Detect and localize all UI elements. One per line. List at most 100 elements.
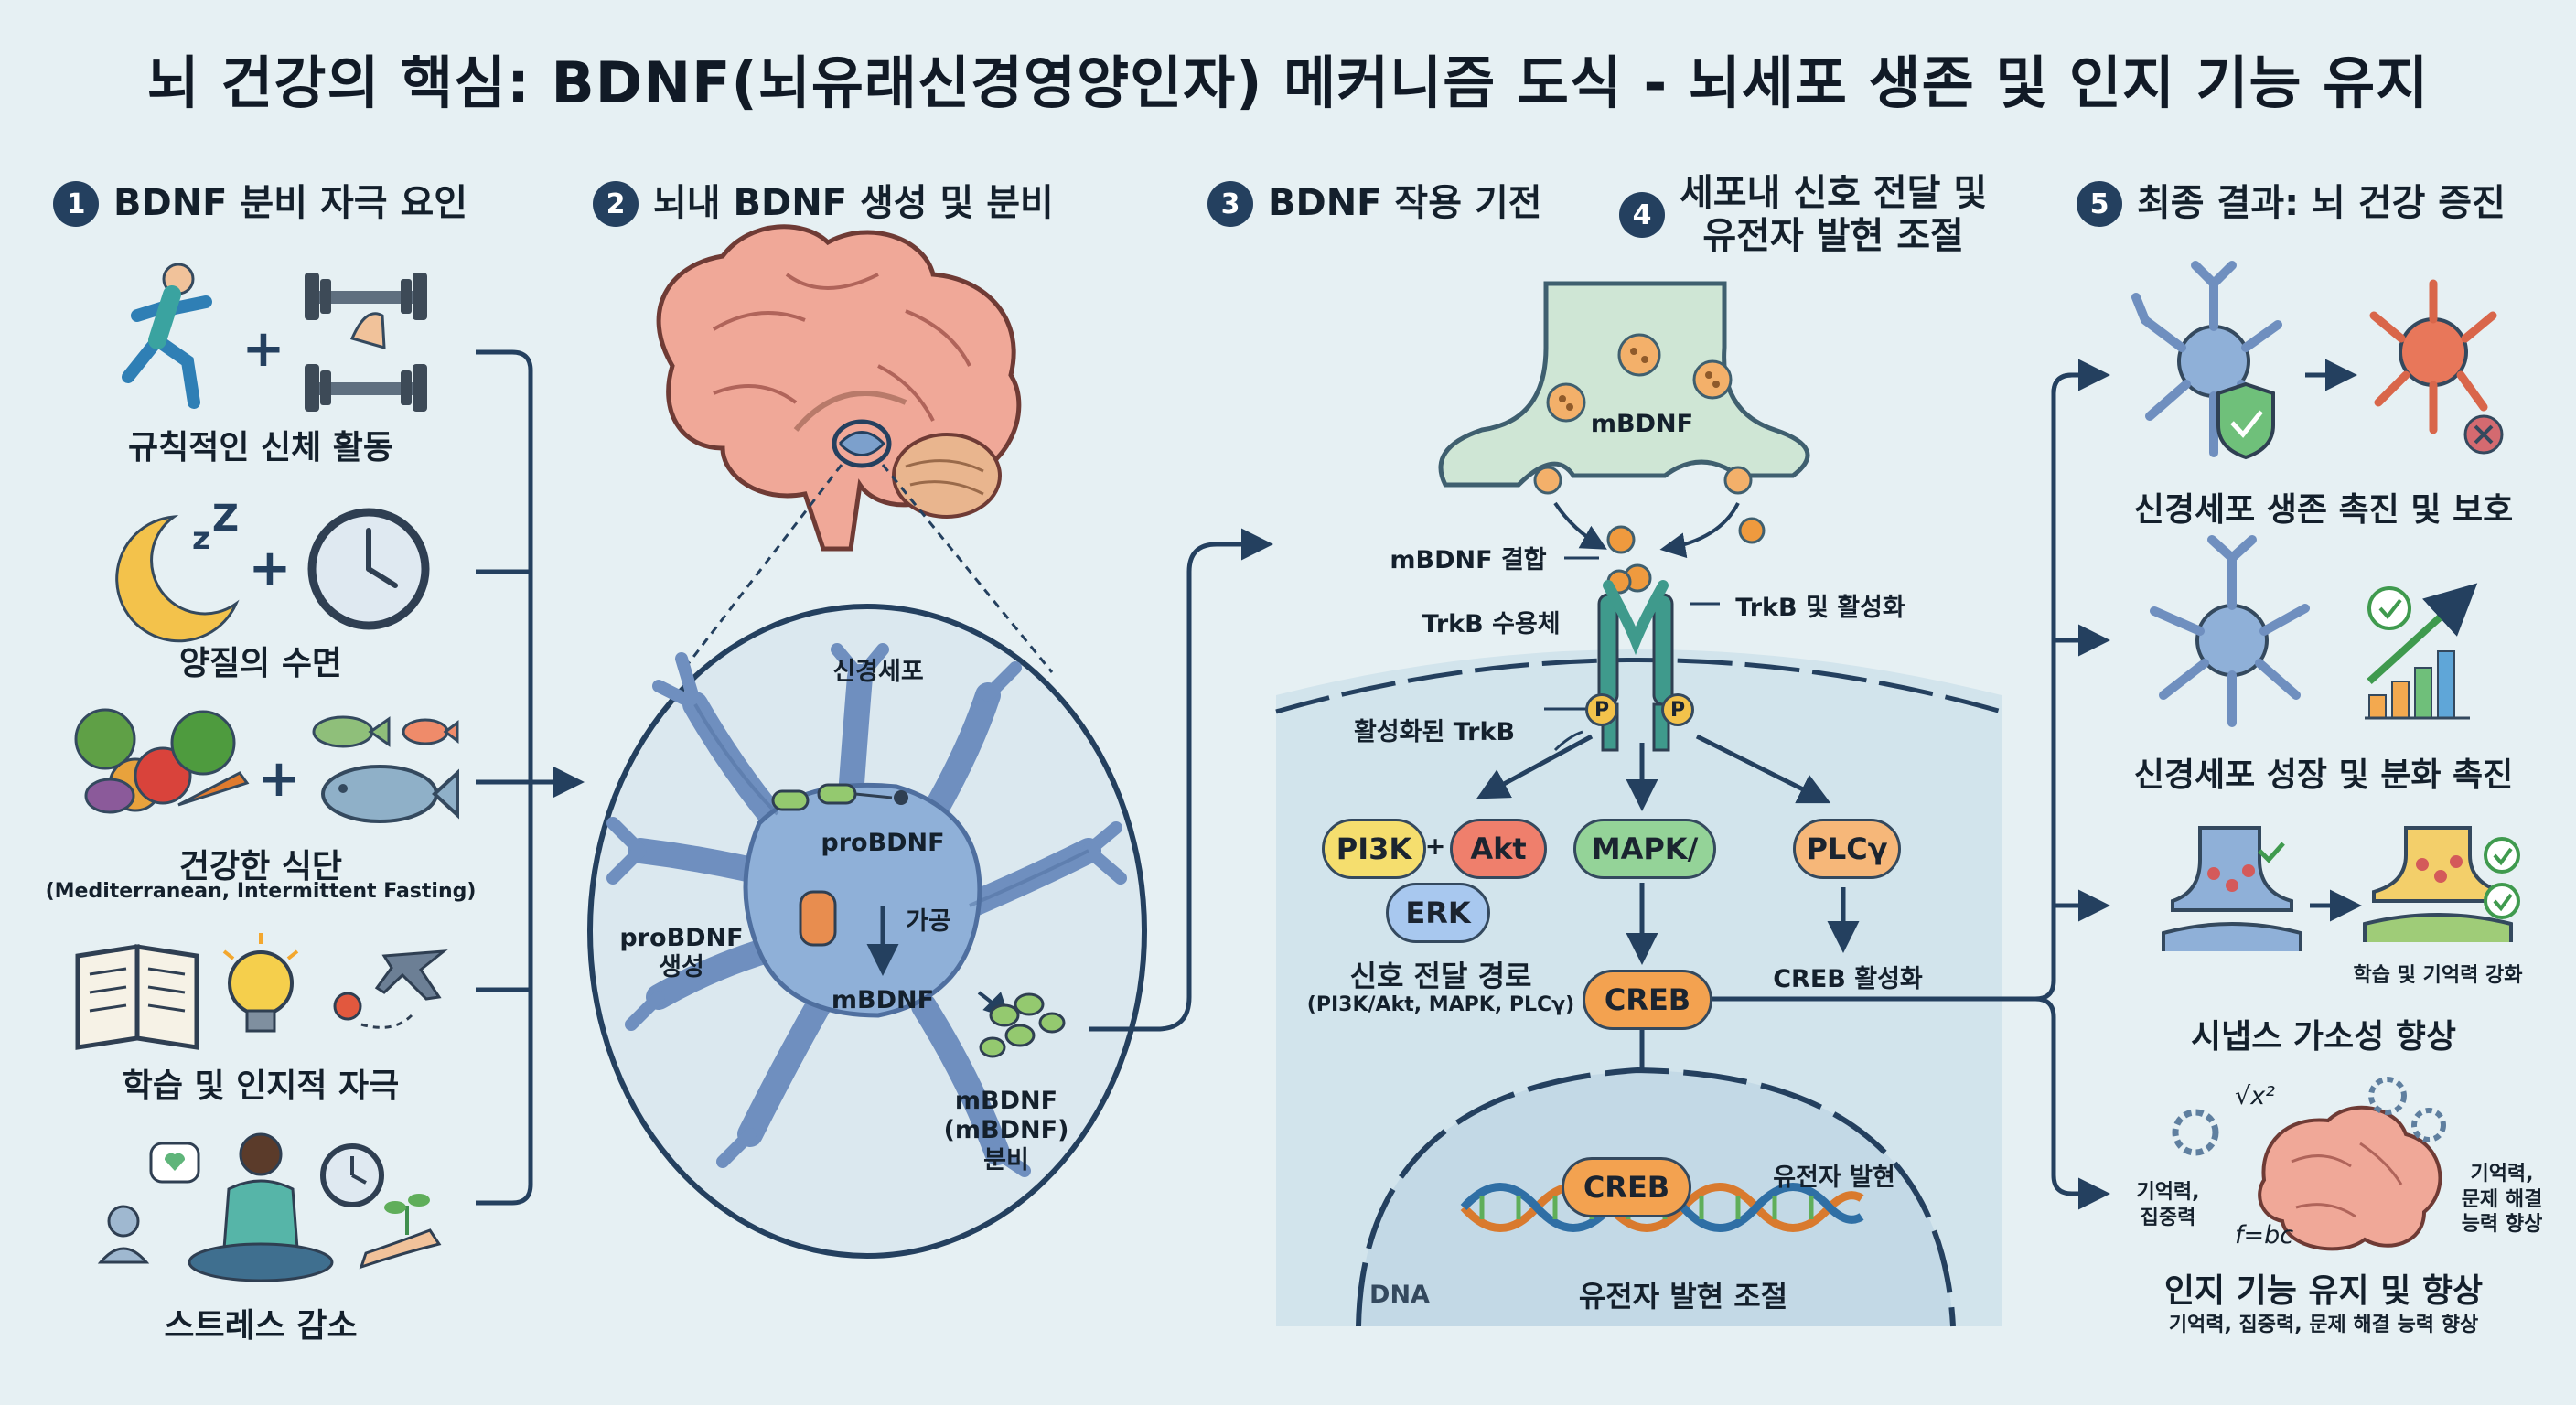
outcome-sublabel-synapse: 학습 및 기억력 강화 [2353,964,2523,987]
section-header-5: 5 최종 결과: 뇌 건강 증진 [2077,181,2506,227]
phosphate-badge: P [1585,693,1618,726]
airplane-icon [333,949,448,1029]
svg-text:z: z [192,520,210,557]
outcome-label-synapse: 시냅스 가소성 향상 [2190,1018,2457,1056]
note-line: 집중력 [2140,1206,2196,1229]
plus-sign: + [258,749,301,809]
processing-label: 가공 [906,907,951,936]
damaged-neuron-icon [2369,279,2504,455]
bracket-connector [476,349,585,1206]
section-header-3: 3 BDNF 작용 기전 [1208,181,1542,227]
synapse-before-icon [2162,826,2302,951]
growth-chart-icon [2365,583,2478,720]
receptor-label: TrkB 수용체 [1422,610,1561,638]
activated-label: 활성화된 TrkB [1353,718,1516,746]
cognition-note-right: 기억력, 문제 해결 능력 향상 [2447,1162,2557,1238]
section-title: BDNF 분비 자극 요인 [113,182,468,225]
neuron-cell [606,643,1127,1177]
plus-sign: + [242,319,285,379]
note-line: 기억력, [2470,1163,2534,1185]
stimulus-label-sleep: 양질의 수면 [178,645,343,682]
section-header-1: 1 BDNF 분비 자극 요인 [53,181,467,227]
stimulus-label-stress: 스트레스 감소 [164,1307,358,1345]
secretion-label: mBDNF (mBDNF) 분비 [938,1087,1075,1175]
creb-activation-label: CREB 활성화 [1773,965,1923,993]
step-number: 3 [1208,181,1253,227]
section-title-line-2: 유전자 발현 조절 [1702,215,1964,258]
outcome-label-growth: 신경세포 성장 및 분화 촉진 [2133,756,2514,794]
moon-icon: z Z [115,498,240,643]
activation-label: TrkB 및 활성화 [1735,594,1905,622]
outcome-sublabel-cognition: 기억력, 집중력, 문제 해결 능력 향상 [2168,1314,2479,1336]
plcg-node: PLCγ [1793,819,1901,879]
creb-nucleus-node: CREB [1562,1157,1691,1217]
clock-icon [307,508,430,630]
cognitive-brain-icon [2172,1077,2446,1251]
fish-icon [312,715,459,823]
plus-sign: + [1424,832,1446,861]
svg-text:Z: Z [212,498,239,540]
step-number: 1 [53,181,99,227]
section-title: BDNF 작용 기전 [1268,182,1542,225]
page-title: 뇌 건강의 핵심: BDNF(뇌유래신경영양인자) 메커니즘 도식 - 뇌세포 … [146,49,2430,116]
zoom-lines [680,464,1054,673]
erk-node: ERK [1386,883,1490,943]
note-line: 기억력, [2136,1181,2200,1204]
synthesis-line-2: 생성 [659,953,704,982]
creb-node: CREB [1583,970,1712,1030]
dumbbell-icon [305,273,427,412]
vegetables-icon [74,708,250,814]
secretion-line-3: 분비 [983,1145,1029,1174]
neuron-label: 신경세포 [832,658,924,686]
binding-label: mBDNF 결합 [1390,546,1547,574]
stimulus-label-learning: 학습 및 인지적 자극 [122,1067,400,1105]
neuron-growth-icon [2150,535,2310,727]
secretion-line-2: (mBDNF) [943,1116,1069,1145]
formula-sqrt: √x² [2234,1082,2275,1110]
synapse-after-icon [2363,826,2520,942]
stimulus-sublabel-diet: (Mediterranean, Intermittent Fasting) [45,880,477,903]
small-clock-icon [320,1143,384,1207]
synthesis-line-1: proBDNF [619,924,744,952]
plus-sign: + [249,539,292,598]
note-line: 능력 향상 [2461,1213,2543,1236]
presynaptic-terminal [1438,281,1810,595]
step-number: 5 [2077,181,2122,227]
outcome-label-survival: 신경세포 생존 촉진 및 보호 [2133,491,2514,529]
synthesis-label: proBDNF 생성 [608,924,755,983]
section-title: 최종 결과: 뇌 건강 증진 [2137,182,2506,225]
neuron-protected-icon [2131,261,2282,460]
secretion-line-1: mBDNF [954,1087,1058,1115]
book-icon [75,944,199,1050]
mbdnf-label: mBDNF [831,986,935,1014]
note-line: 문제 해결 [2461,1187,2543,1211]
pi3k-node: PI3K [1322,819,1426,879]
stimulus-label-exercise: 규칙적인 신체 활동 [127,429,394,467]
pathway-sublabel: (PI3K/Akt, MAPK, PLCγ) [1306,993,1575,1016]
gene-regulation-label: 유전자 발현 조절 [1578,1279,1788,1314]
brain-illustration [656,224,1022,552]
section-title: 세포내 신호 전달 및 유전자 발현 조절 [1680,172,1987,258]
mapk-node: MAPK/ [1573,819,1716,879]
formula-fbc: f=bc [2234,1221,2294,1249]
vesicle-label: mBDNF [1590,410,1694,438]
probdnf-vesicles [771,783,1066,1058]
phosphate-badge: P [1661,693,1694,726]
cognition-note-left: 기억력, 집중력 [2118,1180,2218,1230]
plant-hand-icon [359,1194,442,1270]
section-header-4: 4 세포내 신호 전달 및 유전자 발현 조절 [1619,172,1987,258]
outcome-arrows [2034,359,2110,1210]
step-number: 2 [593,181,639,227]
probdnf-label: proBDNF [821,829,945,857]
section-title-line-1: 세포내 신호 전달 및 [1680,172,1988,214]
gene-expression-label: 유전자 발현 [1773,1164,1895,1192]
stimulus-label-diet: 건강한 식단 [178,848,343,885]
pathway-label: 신호 전달 경로 [1349,959,1532,993]
outcome-label-cognition: 인지 기능 유지 및 향상 [2163,1272,2484,1310]
lightbulb-icon [222,933,299,1033]
section-title: 뇌내 BDNF 생성 및 분비 [653,182,1054,225]
dna-label: DNA [1369,1281,1430,1309]
akt-node: Akt [1450,819,1547,879]
